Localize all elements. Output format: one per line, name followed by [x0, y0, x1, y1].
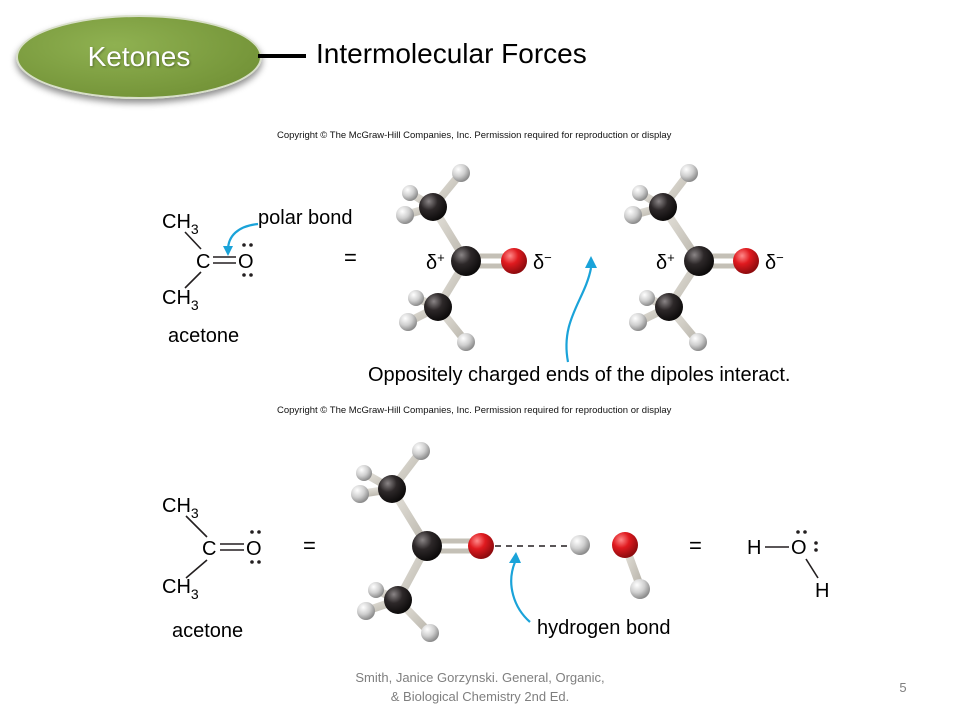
hydrogen-bond-arrow	[510, 561, 531, 623]
header-connector-line	[258, 54, 306, 58]
citation-line-1: Smith, Janice Gorzynski. General, Organi…	[355, 670, 605, 685]
citation: Smith, Janice Gorzynski. General, Organi…	[330, 668, 630, 706]
hydrogen-bond-label: hydrogen bond	[537, 617, 670, 639]
page-number: 5	[899, 680, 907, 695]
dipole-interaction-arrow	[565, 267, 593, 363]
figure2-acetone-structure: CH3 C O CH3 acetone =	[162, 495, 316, 642]
topic-badge-label: Ketones	[87, 41, 191, 72]
page-title: Intermolecular Forces	[316, 38, 587, 69]
figure1-copyright: Copyright © The McGraw-Hill Companies, I…	[277, 130, 672, 141]
acetone-ball-stick-model-1: δ+ δ−	[396, 164, 552, 351]
equals-sign: =	[344, 245, 357, 270]
carbon-label: C	[196, 251, 210, 273]
figure1-acetone-structure: CH3 C O CH3 polar bond acetone =	[162, 207, 357, 347]
acetone-ball-stick-model-2: δ+ δ−	[624, 164, 784, 351]
water-structure: = H O H	[689, 530, 829, 602]
delta-minus-2: δ−	[765, 250, 784, 274]
dipole-annotation: Oppositely charged ends of the dipoles i…	[368, 364, 790, 386]
oxygen-label-2: O	[246, 538, 262, 560]
ch3-bottom-label: CH3	[162, 287, 199, 313]
polar-bond-label: polar bond	[258, 207, 353, 229]
delta-minus-1: δ−	[533, 250, 552, 274]
delta-plus-1: δ+	[426, 250, 445, 274]
citation-line-2: & Biological Chemistry 2nd Ed.	[390, 689, 570, 704]
ch3-bottom-label-2: CH3	[162, 576, 199, 602]
topic-badge: Ketones	[16, 15, 262, 99]
water-h-left: H	[747, 537, 761, 559]
figure2-copyright: Copyright © The McGraw-Hill Companies, I…	[277, 405, 672, 416]
ch3-top-label: CH3	[162, 211, 199, 237]
equals-sign-2: =	[303, 533, 316, 558]
acetone-water-ball-stick-model	[351, 442, 650, 642]
acetone-label: acetone	[168, 325, 239, 347]
ch3-top-label-2: CH3	[162, 495, 199, 521]
equals-sign-3: =	[689, 533, 702, 558]
water-h-bottom: H	[815, 580, 829, 602]
oxygen-label: O	[238, 251, 254, 273]
carbon-label-2: C	[202, 538, 216, 560]
water-oxygen: O	[791, 537, 807, 559]
acetone-label-2: acetone	[172, 620, 243, 642]
delta-plus-2: δ+	[656, 250, 675, 274]
